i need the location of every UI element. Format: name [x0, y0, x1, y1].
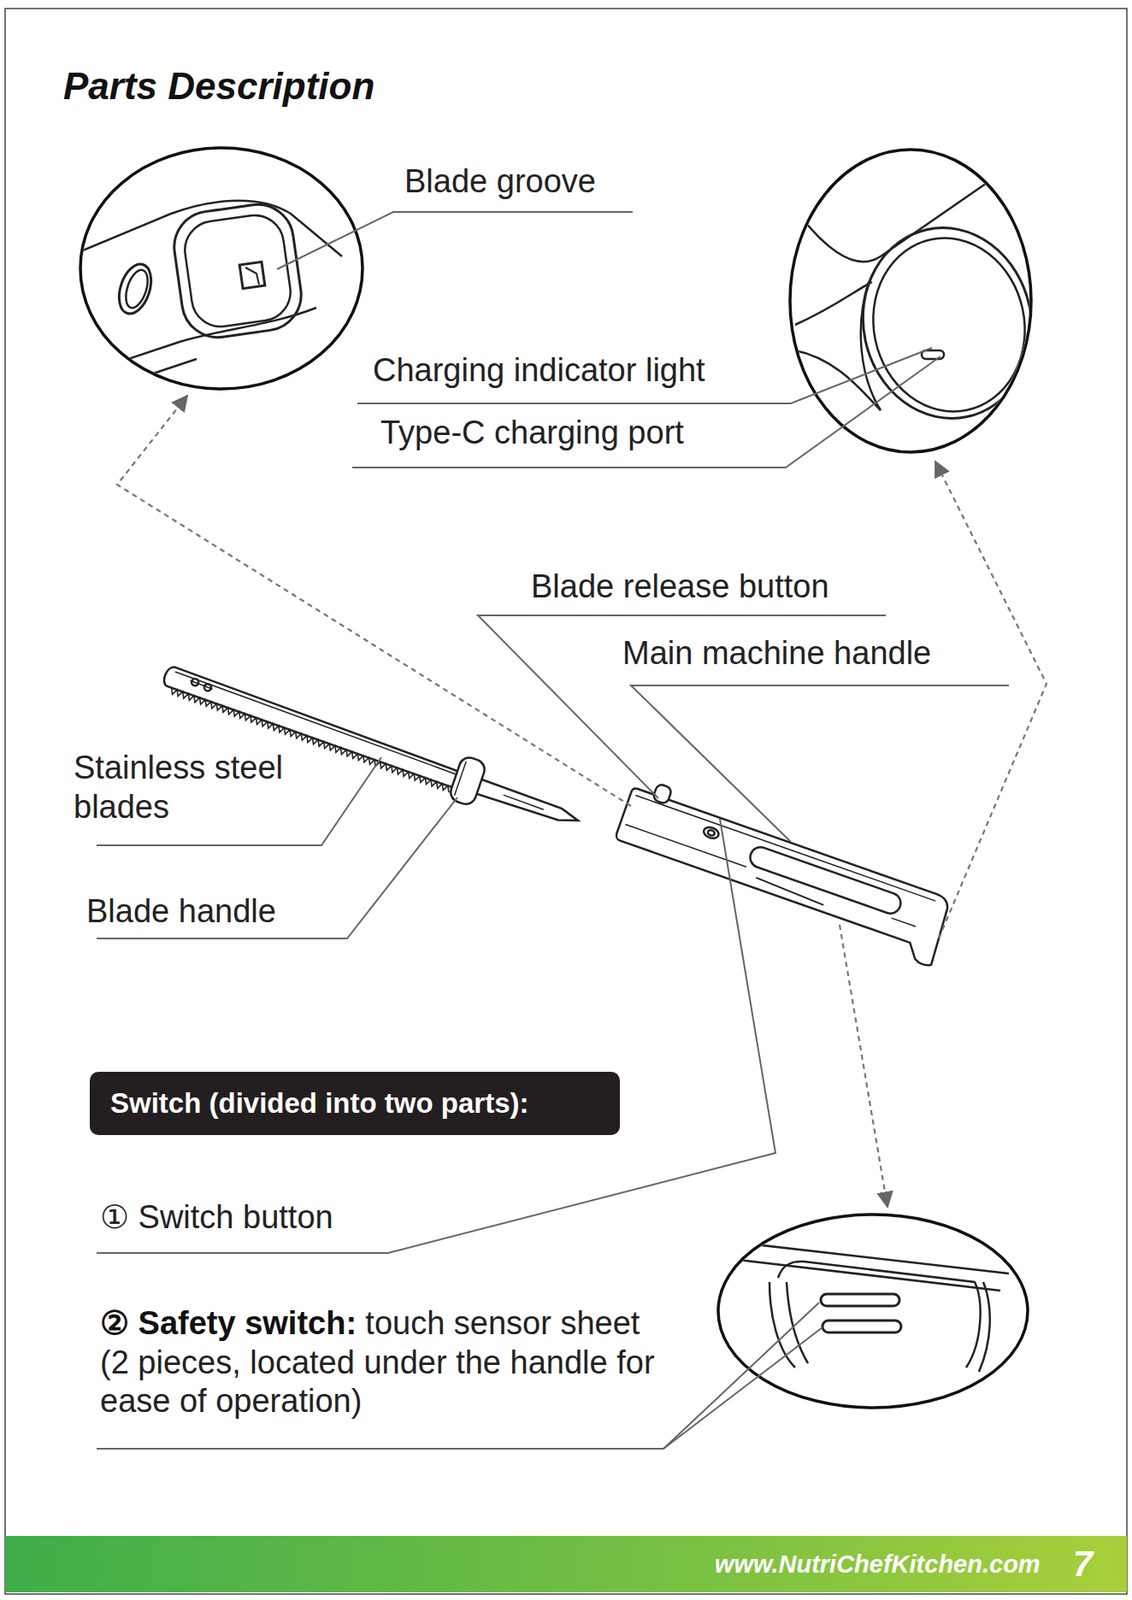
drawing-stroke: [189, 680, 213, 690]
drawing-stroke: [181, 212, 295, 331]
drawing-stroke: [169, 200, 306, 342]
drawing-stroke: [860, 282, 881, 411]
drawing-stroke: [709, 1256, 1001, 1292]
drawing-stroke: [76, 307, 317, 377]
drawing-stroke: [113, 259, 158, 319]
drawing-stroke: [709, 1239, 1009, 1373]
part-label: Blade handle: [86, 892, 360, 932]
callout-heading: ② Safety switch:: [100, 1305, 357, 1342]
drawing-stroke: [245, 267, 260, 285]
drawing-stroke: [707, 829, 716, 837]
drawing-stroke: [121, 267, 152, 312]
touch-sensor-zoom: [709, 1214, 1028, 1409]
part-label: Type-C charging port: [380, 413, 791, 454]
drawing-stroke: [820, 1294, 900, 1307]
charging-end-zoom: [786, 149, 1050, 453]
part-label: Blade groove: [404, 162, 661, 202]
part-label: Charging indicator light: [372, 351, 818, 391]
drawing-stroke: [357, 347, 932, 404]
drawing-stroke: [790, 149, 1032, 453]
drawing-stroke: [769, 1282, 796, 1368]
drawing-stroke: [448, 754, 488, 808]
drawing-stroke: [68, 200, 342, 257]
drawing-stroke: [96, 819, 776, 1254]
drawing-stroke: [754, 878, 826, 906]
drawing-stroke: [921, 350, 944, 360]
drawing-stroke: [239, 261, 266, 289]
drawing-stroke: [454, 761, 467, 796]
handle-illustration: [609, 776, 959, 968]
drawing-stroke: [652, 783, 673, 805]
drawing-stroke: [935, 461, 1047, 939]
safety-note: ② Safety switch:touch sensor sheet (2 pi…: [100, 1304, 669, 1422]
part-label: Main machine handle: [622, 634, 1016, 674]
page-frame: [5, 8, 1127, 1595]
drawing-stroke: [839, 925, 888, 1208]
drawing-stroke: [778, 1261, 981, 1368]
drawing-stroke: [475, 778, 581, 828]
drawing-stroke: [68, 359, 197, 402]
leader-lines: [96, 212, 1009, 1450]
drawing-stroke: [978, 1282, 991, 1373]
drawing-stroke: [80, 147, 363, 390]
drawing-stroke: [701, 825, 720, 841]
drawing-stroke: [663, 1327, 823, 1450]
part-label: ① Switch button: [100, 1198, 443, 1239]
drawing-stroke: [845, 212, 1050, 435]
drawing-stroke: [822, 1320, 902, 1333]
drawing-stroke: [635, 795, 936, 903]
blade-groove-zoom: [68, 147, 363, 402]
blade-illustration: [157, 655, 587, 842]
drawing-stroke: [277, 212, 633, 270]
footer-band: www.NutriChefKitchen.com 7: [5, 1536, 1127, 1593]
drawing-stroke: [503, 795, 545, 810]
website-url: www.NutriChefKitchen.com: [714, 1550, 1041, 1580]
page-number: 7: [1073, 1544, 1093, 1586]
drawing-stroke: [718, 1214, 1028, 1409]
drawing-stroke: [747, 844, 903, 917]
drawing-stroke: [630, 685, 1009, 843]
part-label: Blade release button: [530, 567, 908, 608]
drawing-stroke: [609, 787, 955, 967]
page-title: Parts Description: [63, 64, 375, 108]
drawing-stroke: [68, 200, 342, 402]
drawing-stroke: [96, 1302, 820, 1450]
drawing-stroke: [624, 825, 916, 928]
banner-text: Switch (divided into two parts):: [110, 1087, 530, 1121]
part-label: Stainless steel blades: [73, 748, 331, 827]
section-banner: Switch (divided into two parts):: [89, 1072, 620, 1136]
